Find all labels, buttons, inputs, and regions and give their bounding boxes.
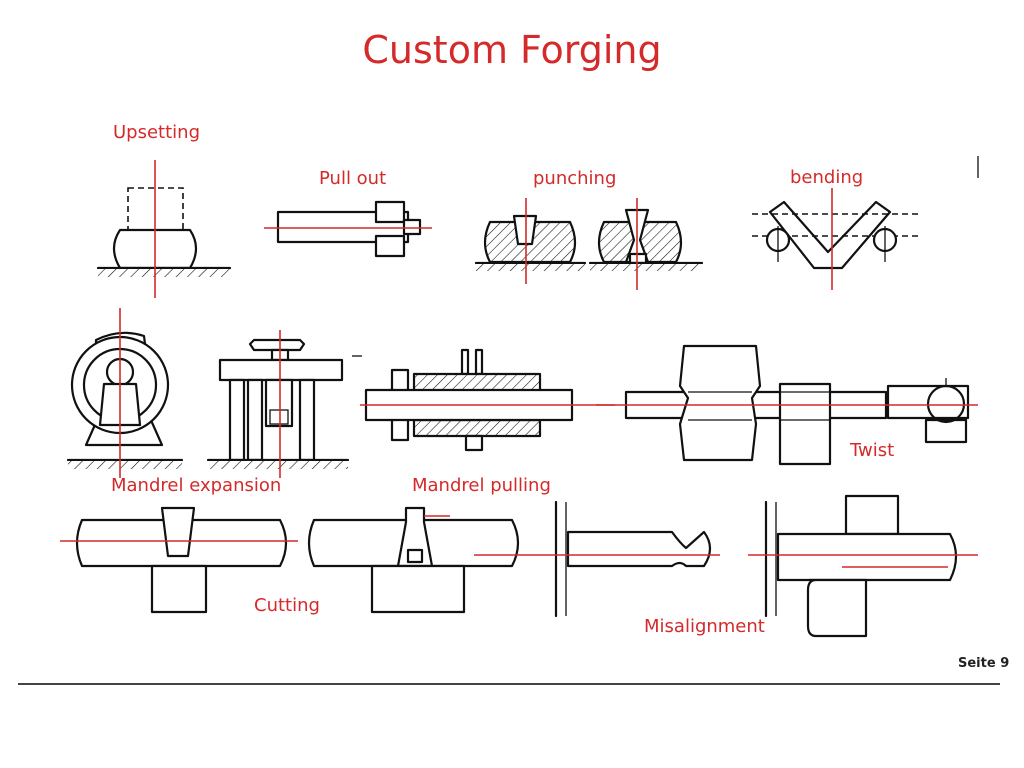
upsetting-figure — [96, 160, 232, 298]
label-mandrel-expansion: Mandrel expansion — [111, 475, 282, 496]
bending-figure — [752, 156, 979, 290]
label-pull-out: Pull out — [319, 168, 387, 189]
label-bending: bending — [790, 167, 864, 188]
mandrel-pulling-figure — [360, 348, 615, 452]
label-upsetting: Upsetting — [113, 122, 201, 143]
label-punching: punching — [533, 168, 617, 189]
page-title: Custom Forging — [362, 28, 662, 72]
label-cutting: Cutting — [254, 595, 320, 616]
label-twist: Twist — [850, 440, 895, 461]
label-mandrel-pulling: Mandrel pulling — [412, 475, 551, 496]
label-misalignment: Misalignment — [644, 616, 765, 637]
twist-figure — [596, 344, 978, 466]
pull-out-figure — [264, 200, 432, 258]
punching-figure — [474, 198, 704, 290]
misalignment-figure — [474, 494, 978, 638]
cutting-figure — [60, 506, 520, 614]
mandrel-expansion-figure — [66, 308, 362, 478]
slide-number: Seite 9 — [958, 656, 1010, 671]
footer-divider — [18, 683, 1000, 685]
